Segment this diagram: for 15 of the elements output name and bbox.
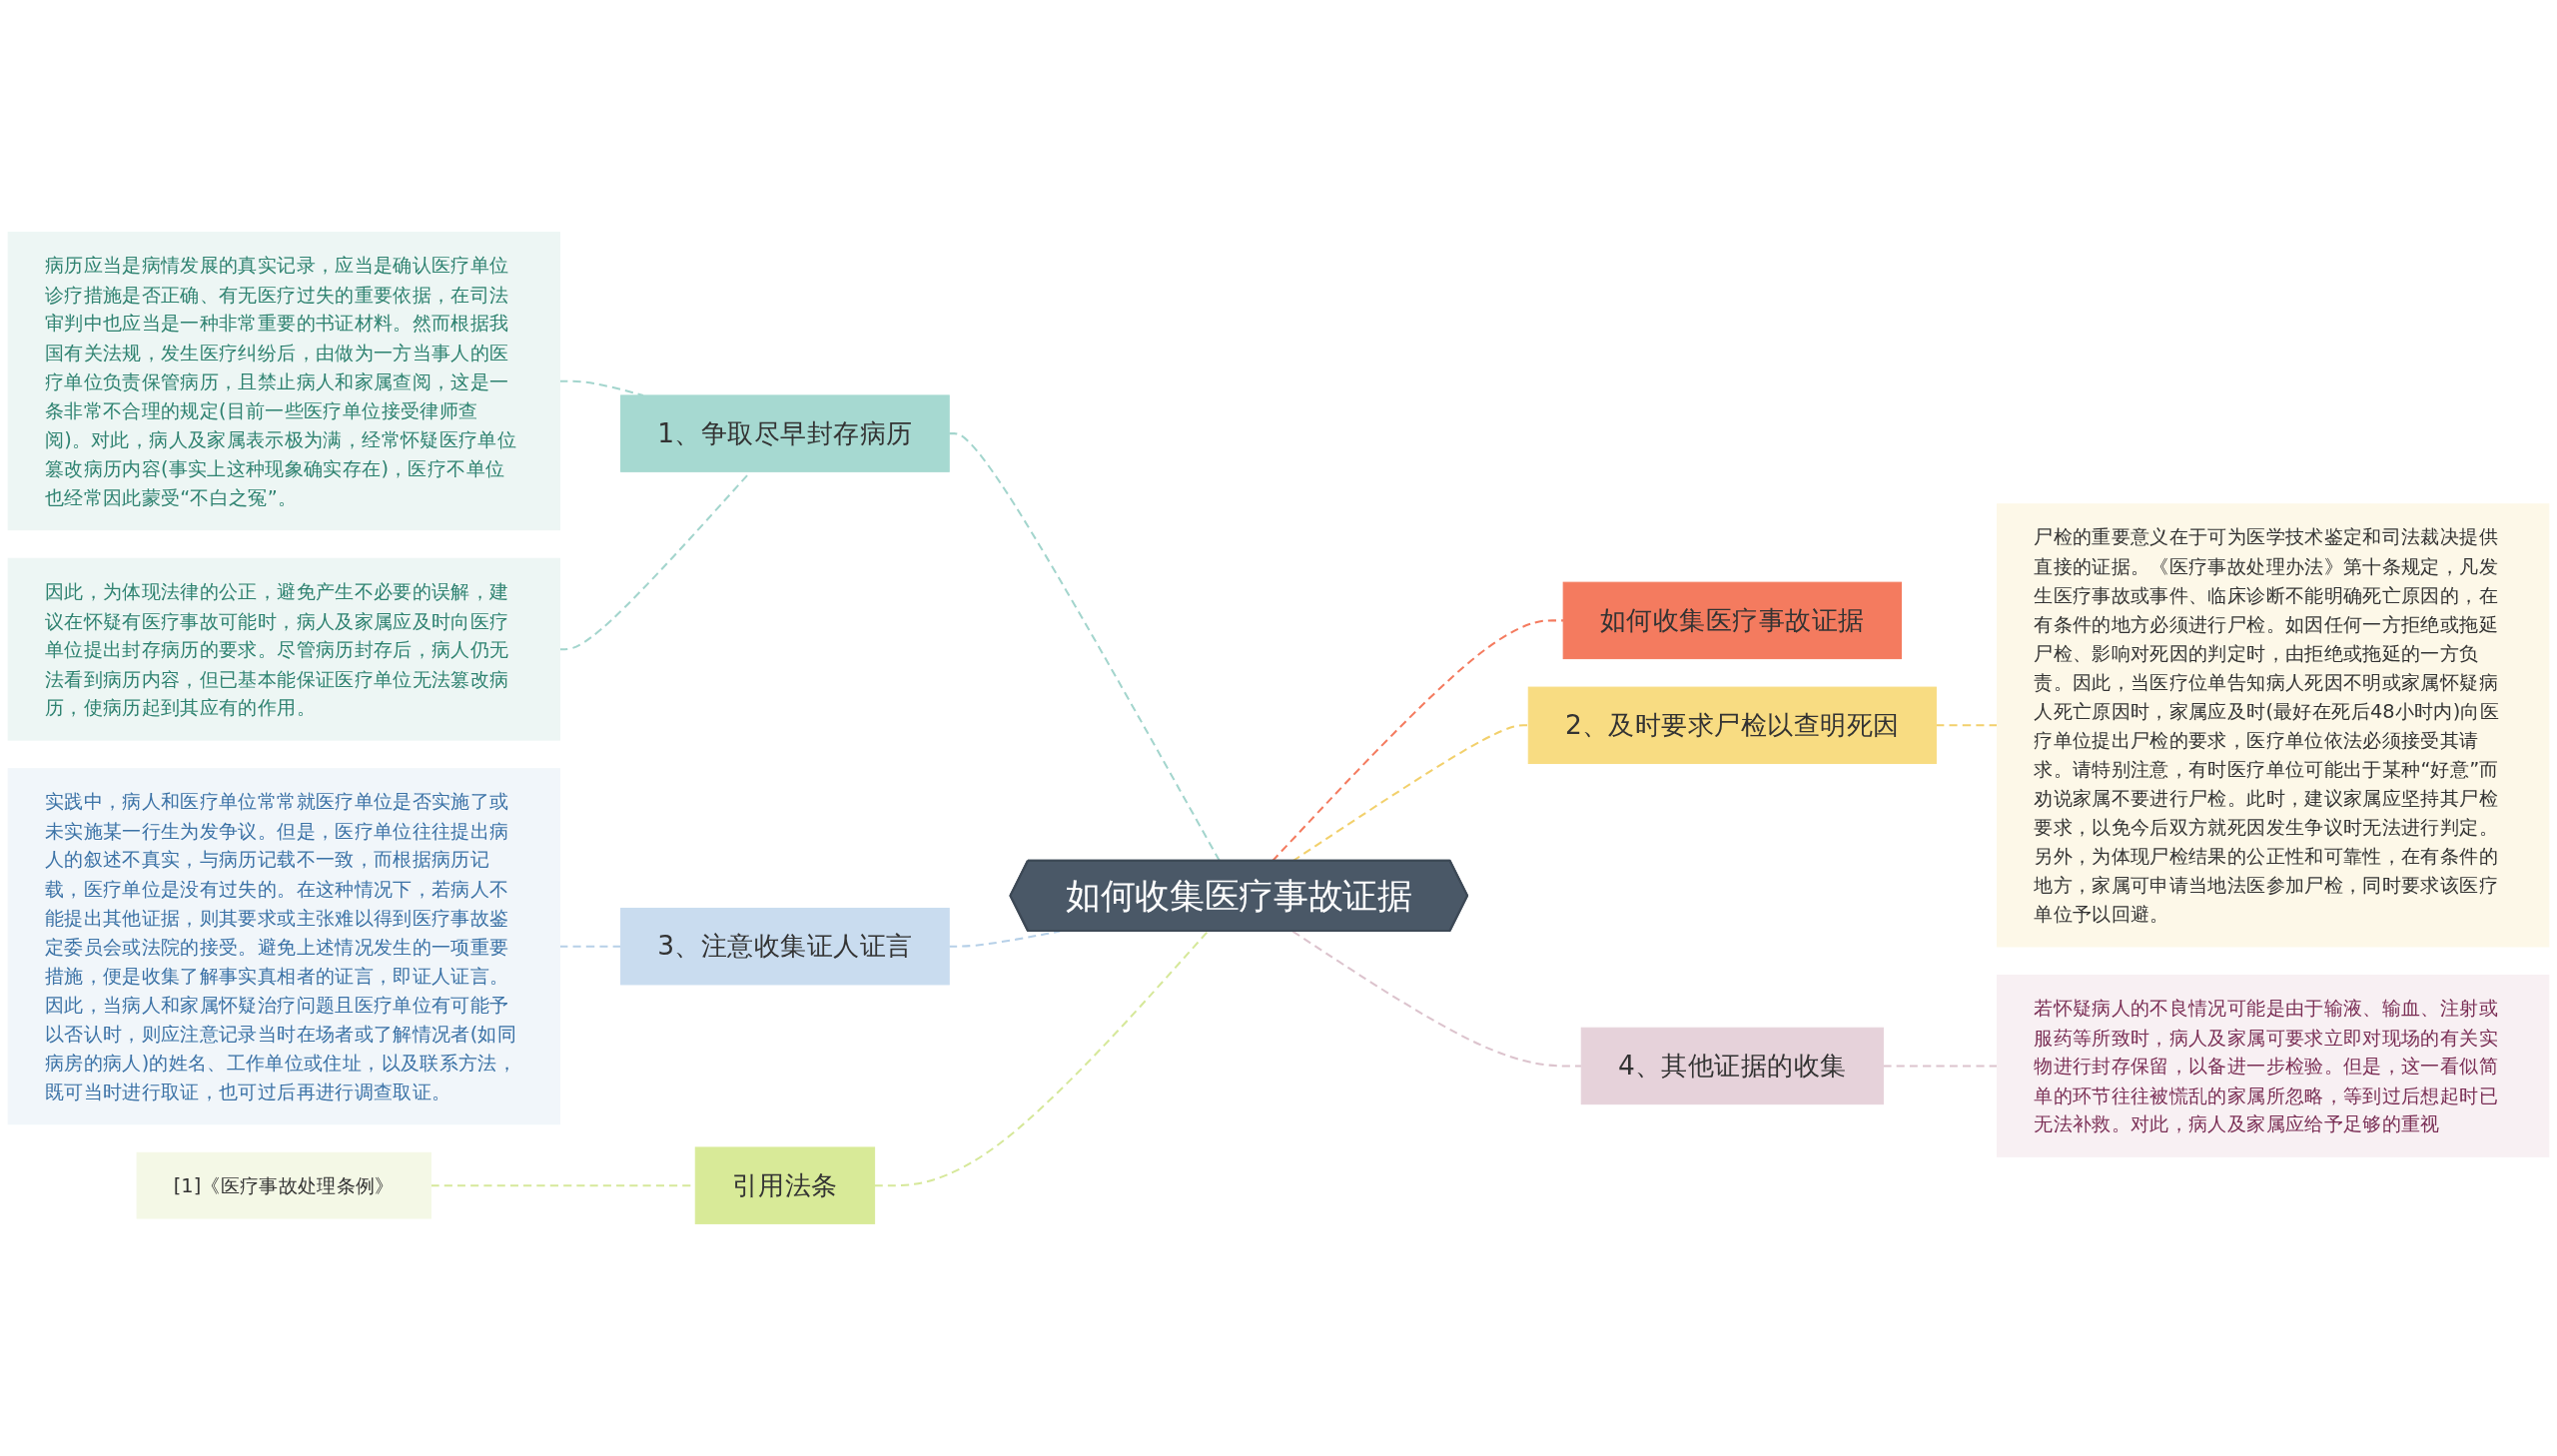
node-box: 尸检的重要意义在于可为医学技术鉴定和司法裁决提供直接的证据。《医疗事故处理办法》第十条规定，凡发生医疗事故或事件、临床诊断不能明确死亡原因的，在有条件的地方必须进行尸检。如因任何一方拒绝或拖延尸检、影响对死因的判定时，由拒绝或拖延的一方负责。因此，当医疗位单告知病人死因不明或家属怀疑病人死亡原因时，家属应及时(最好在死后48小时内)向医疗单位提出尸检的要求，医疗单位依法必须接受其请求。请特别注意，有时医疗单位可能出于某种“好意”而劝说家属不要进行尸检。此时，建议家属应坚持其尸检要求，以免今后双方就死因发生争议时无法进行判定。另外，为体现尸检结果的公正性和可靠性，在有条件的地方，家属可申请当地法医参加尸检，同时要求该医疗单位予以回避。	[1997, 503, 2550, 948]
connector	[559, 945, 621, 948]
node-box: 因此，为体现法律的公正，避免产生不必要的误解，建议在怀疑有医疗事故可能时，病人及家属应及时向医疗单位提出封存病历的要求。尽管病历封存后，病人仍无法看到病历内容，但已基本能保证医疗单位无法篡改病历，使病历起到其应有的作用。	[7, 557, 560, 741]
node-box: 3、注意收集证人证言	[620, 908, 950, 986]
connector	[1936, 724, 1998, 727]
node-box: 病历应当是病情发展的真实记录，应当是确认医疗单位诊疗措施是否正确、有无医疗过失的重要依据，在司法审判中也应当是一种非常重要的书证材料。然而根据我国有关法规，发生医疗纠纷后，由做为一方当事人的医疗单位负责保管病历，且禁止病人和家属查阅，这是一条非常不合理的规定(目前一些医疗单位接受律师查阅)。对此，病人及家属表示极为满，经常怀疑医疗单位篡改病历内容(事实上这种现象确实存在)，医疗不单位也经常因此蒙受“不白之冤”。	[7, 232, 560, 531]
node-box: 实践中，病人和医疗单位常常就医疗单位是否实施了或未实施某一行生为发争议。但是，医疗单位往往提出病人的叙述不真实，与病历记载不一致，而根据病历记载，医疗单位是没有过失的。在这种情况下，若病人不能提出其他证据，则其要求或主张难以得到医疗事故鉴定委员会或法院的接受。避免上述情况发生的一项重要措施，便是收集了解事实真相者的证言，即证人证言。因此，当病人和家属怀疑治疗问题且医疗单位有可能予以否认时，则应注意记录当时在场者或了解情况者(如同病房的病人)的姓名、工作单位或住址，以及联系方法，既可当时进行取证，也可过后再进行调查取证。	[7, 768, 560, 1125]
node-box: [1]《医疗事故处理条例》	[136, 1151, 431, 1219]
node-box: 2、及时要求尸检以查明死因	[1527, 686, 1937, 765]
node-box: 引用法条	[694, 1146, 876, 1224]
node-box: 若怀疑病人的不良情况可能是由于输液、输血、注射或服药等所致时，病人及家属可要求立即对现场的有关实物进行封存保留，以备进一步检验。但是，这一看似简单的环节往往被慌乱的家属所忽略，等到过后想起时已无法补救。对此，病人及家属应给予足够的重视	[1997, 975, 2550, 1157]
node-box: 如何收集医疗事故证据	[1562, 581, 1902, 660]
node-box: 4、其他证据的收集	[1580, 1027, 1884, 1105]
node-box: 1、争取尽早封存病历	[620, 394, 950, 472]
connector	[1883, 1065, 1998, 1068]
